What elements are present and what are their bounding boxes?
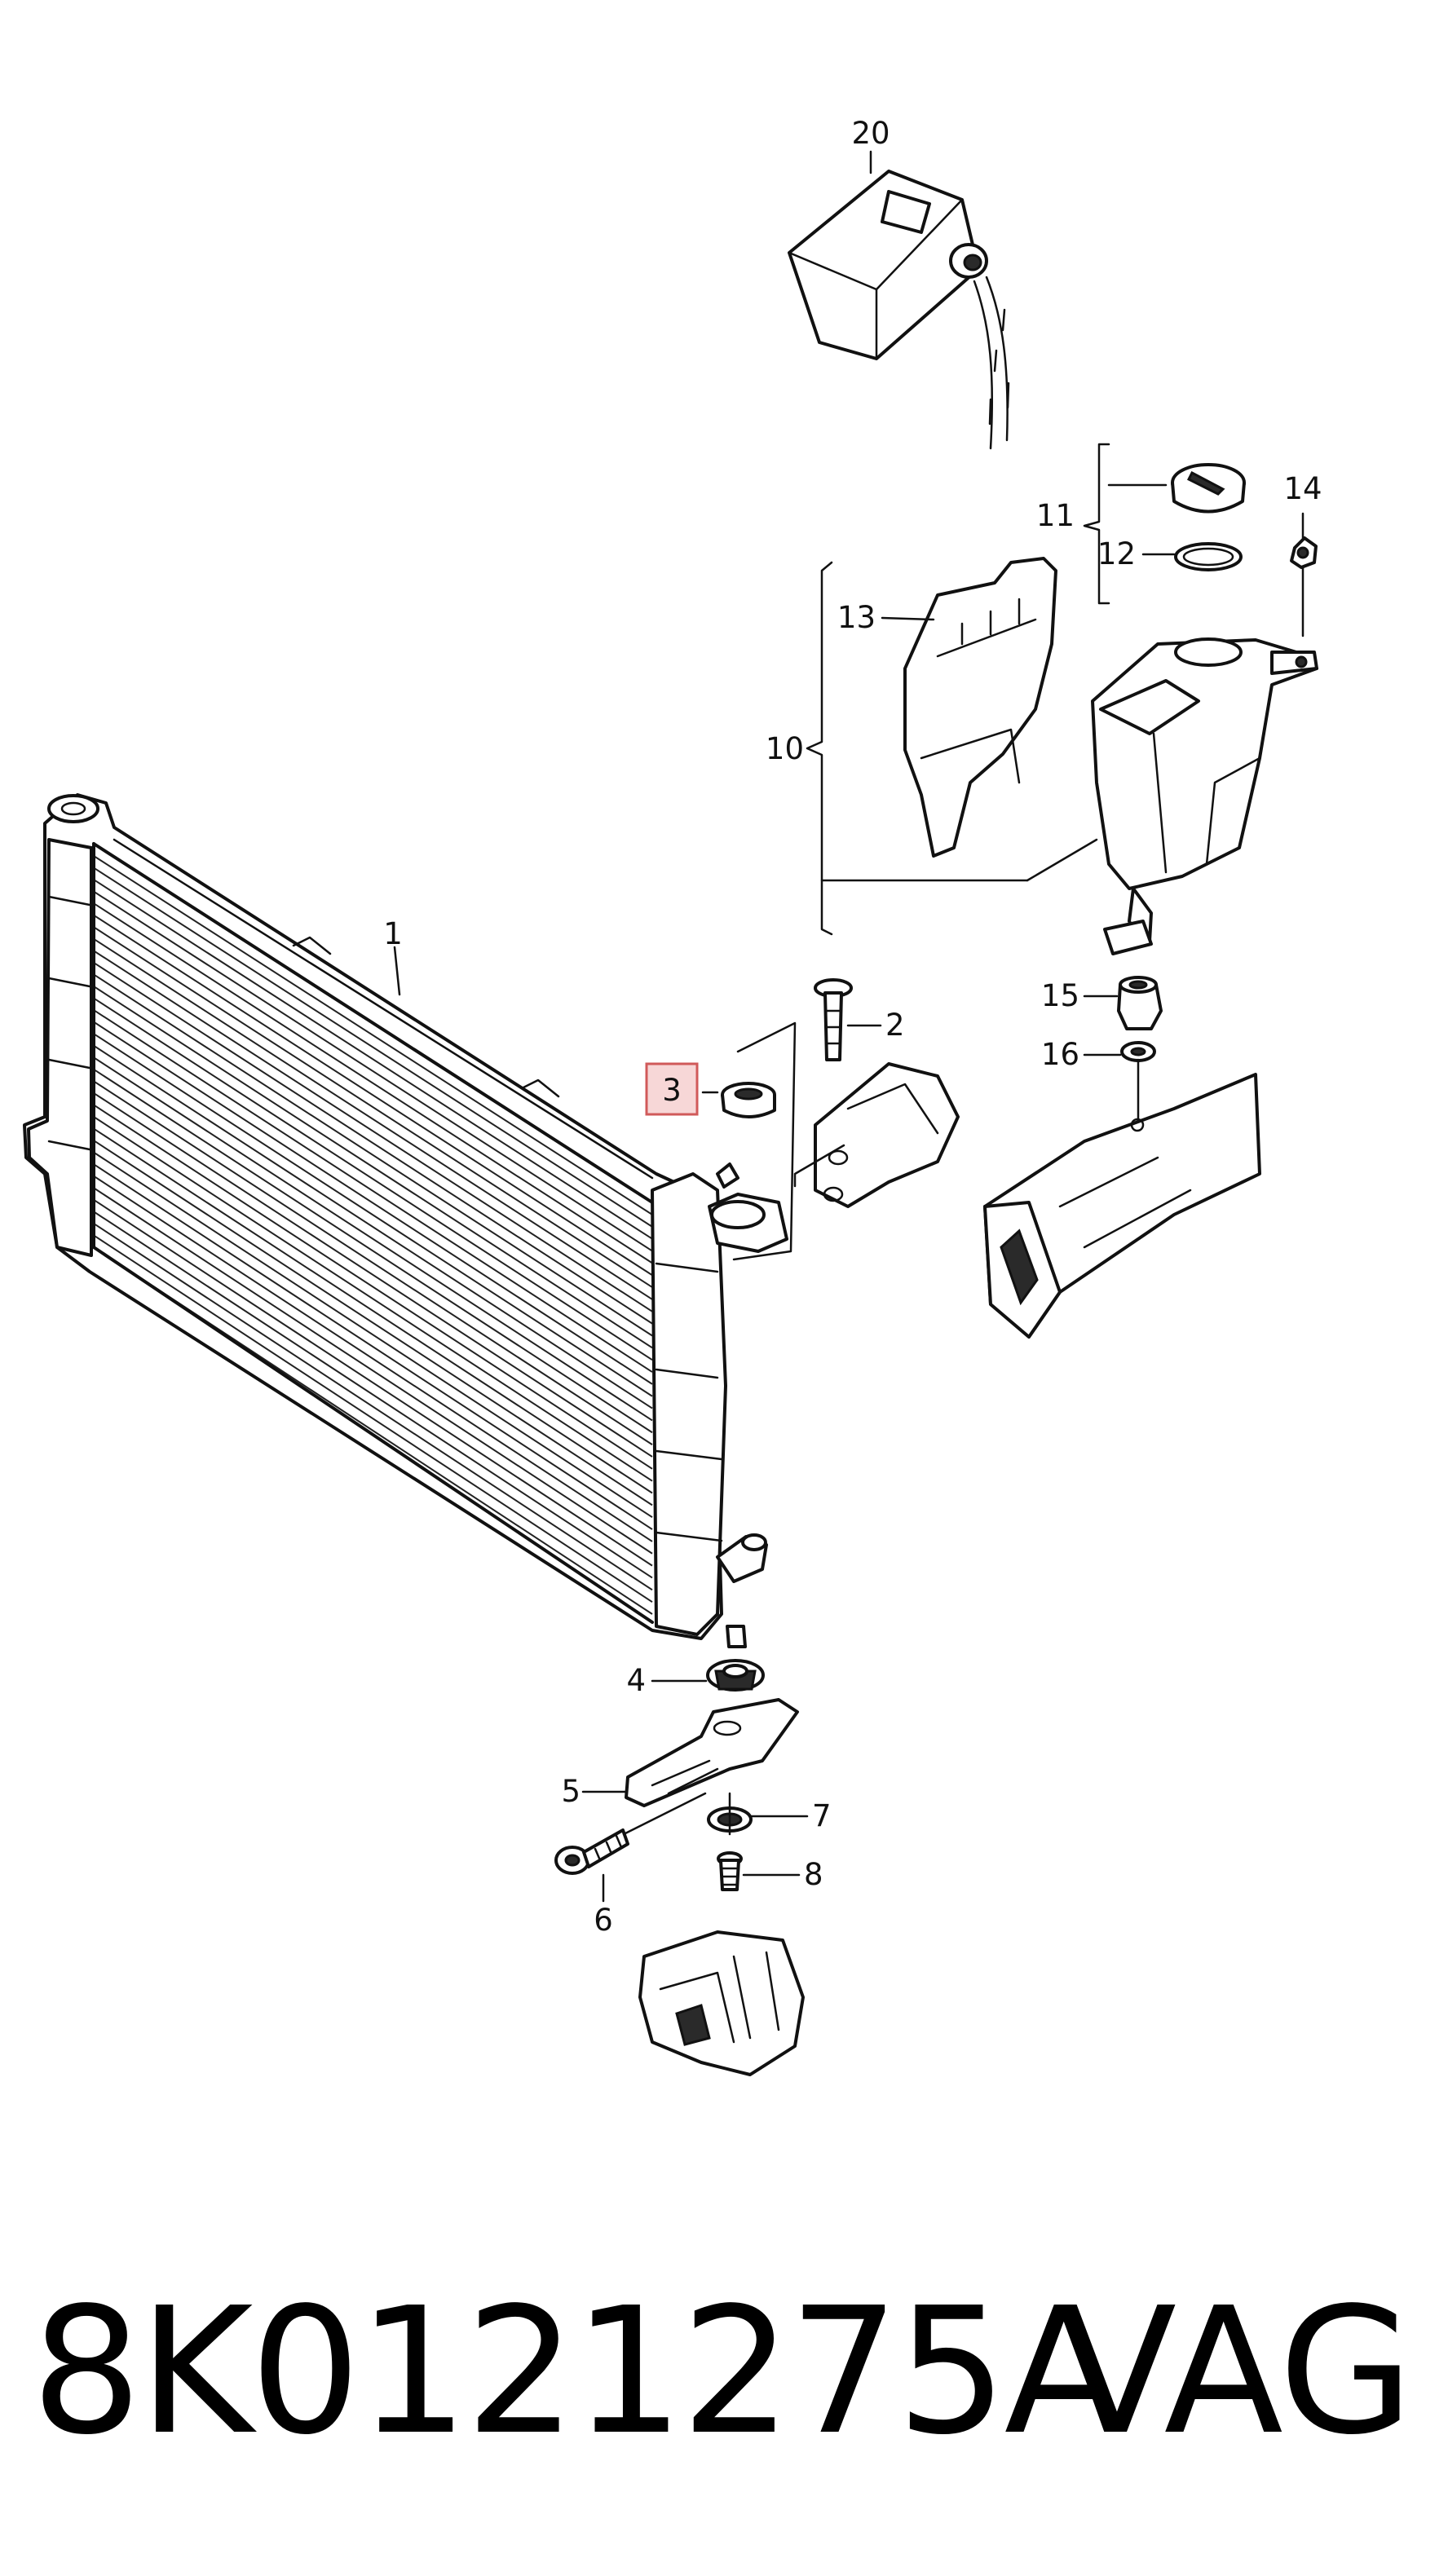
callout-10: 10 [766,731,804,766]
callout-3-highlight: 3 [645,1062,699,1116]
heat-shield: 13 [837,557,1057,858]
callout-2: 2 [885,1008,905,1043]
radiator-fin [93,867,653,1228]
radiator-fin [93,1009,653,1373]
radiator-fin [93,1140,653,1506]
callout-3: 3 [662,1073,682,1108]
radiator-fin [93,950,653,1312]
radiator-fin [93,914,653,1277]
radiator-fin [93,902,653,1264]
radiator-fin [93,962,653,1325]
radiator-fin [93,855,653,1215]
parts-diagram: 20 11 12 14 10 [23,116,1322,2076]
rubber-mount [701,1021,797,1261]
radiator-fin [93,879,653,1240]
callout-11: 11 [1036,498,1075,533]
filler-cap: 11 [1036,443,1246,605]
radiator: 1 [23,793,788,1648]
callout-14: 14 [1283,471,1322,506]
radiator-fin [93,1187,653,1555]
radiator-fin [93,997,653,1361]
callout-15: 15 [1041,978,1079,1013]
o-ring: 12 [1097,536,1243,571]
brand-label: VAG [1057,2270,1414,2473]
rubber-sleeve: 15 [1041,976,1163,1030]
bolt: 8 [717,1792,823,1892]
nut: 14 [1283,471,1322,637]
radiator-fin [93,1211,653,1579]
radiator-fin [93,1033,653,1397]
radiator-fin [93,1127,653,1494]
footer: 8K0121275A VAG [0,2274,1448,2470]
callout-1: 1 [383,916,403,951]
coolant-canister: 20 [788,116,1010,450]
callout-8: 8 [804,1857,823,1892]
radiator-fin [93,1056,653,1422]
callout-4: 4 [626,1663,646,1698]
radiator-fin [93,1175,653,1542]
washer: 7 [707,1798,832,1833]
radiator-fin [93,1234,653,1603]
radiator-fin [93,1223,653,1591]
radiator-fin [93,1116,653,1482]
callout-6: 6 [594,1903,613,1938]
lower-body-panel [638,1930,805,2076]
clip: 16 [1041,1037,1156,1072]
radiator-fin [93,973,653,1337]
callout-5: 5 [561,1774,581,1809]
radiator-fin [93,1080,653,1445]
radiator-fin [93,1163,653,1530]
callout-20: 20 [851,116,890,151]
radiator-fin [93,1068,653,1434]
screw: 6 [554,1792,707,1938]
radiator-fin [93,937,653,1300]
callout-16: 16 [1041,1037,1079,1072]
lower-bracket: 5 [561,1698,799,1809]
radiator-fin [93,926,653,1288]
radiator-fin [93,1198,653,1567]
radiator-fin [93,1021,653,1385]
radiator-fin [93,1151,653,1519]
expansion-tank: 10 [766,561,1318,955]
lower-grommet: 4 [626,1659,765,1698]
radiator-fin [93,986,653,1349]
body-member [983,1058,1261,1339]
part-number: 8K0121275A [31,2270,1124,2473]
radiator-fin [93,890,653,1252]
radiator-fin [93,1044,653,1409]
radiator-fin [93,1104,653,1470]
radiator-mount-bolt: 2 [814,978,905,1061]
callout-12: 12 [1097,536,1136,571]
radiator-fin [93,1092,653,1458]
callout-7: 7 [812,1798,832,1833]
callout-13: 13 [837,600,876,635]
mount-bracket [793,1062,960,1208]
